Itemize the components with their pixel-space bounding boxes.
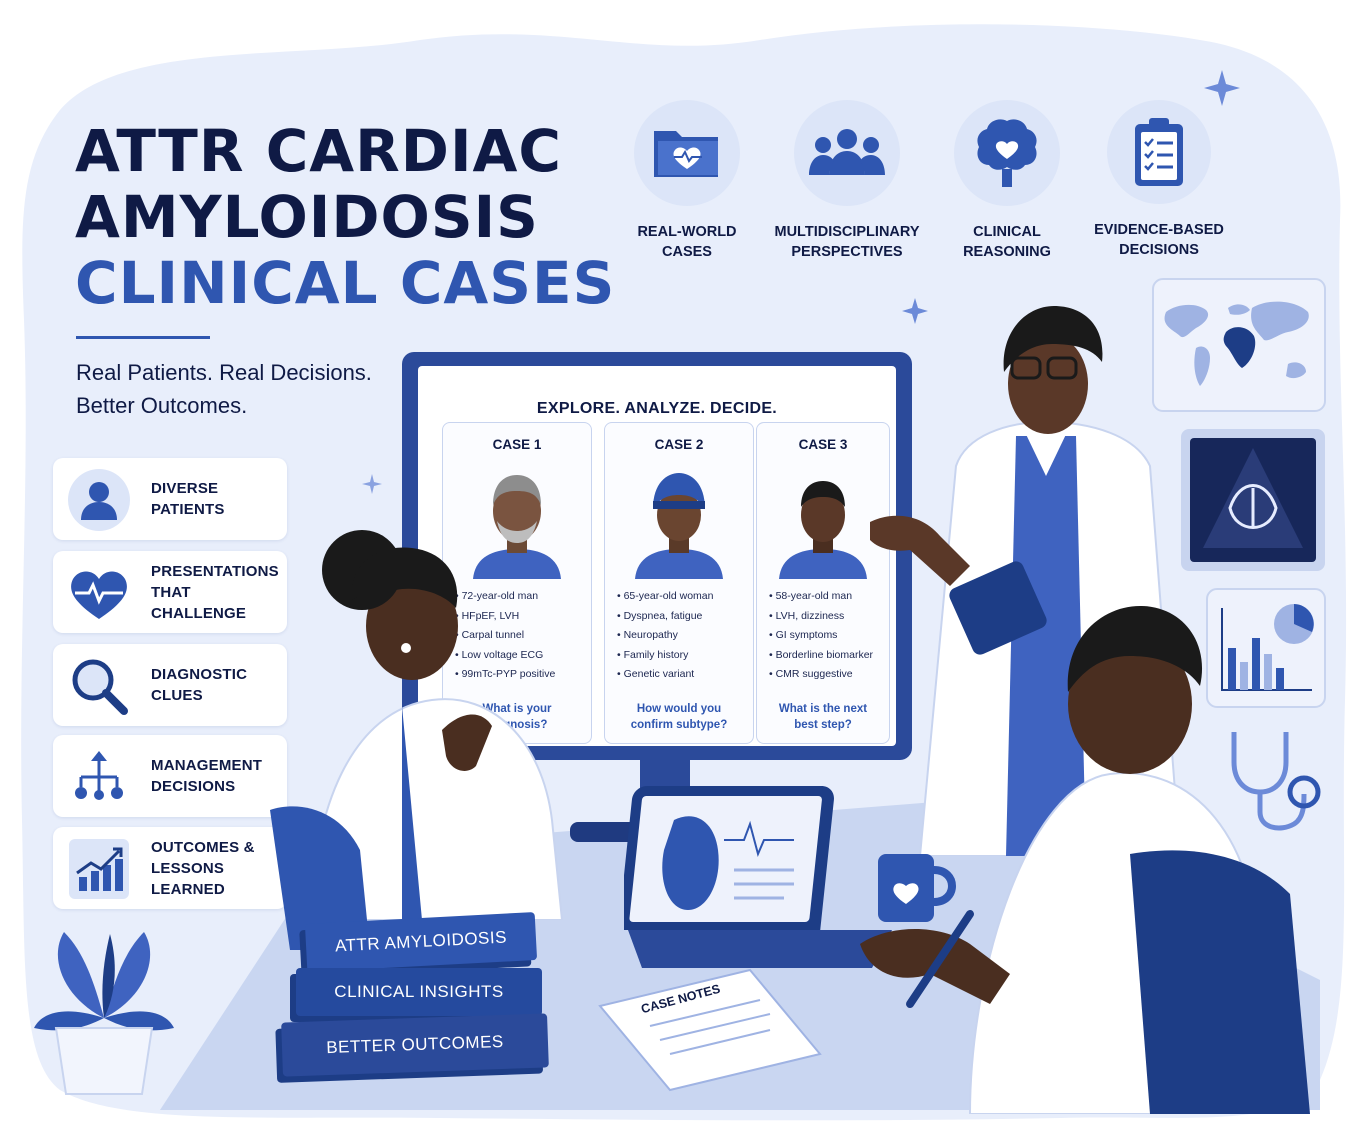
brain-heart-icon [954,100,1060,206]
seated-man-doctor-illustration [860,606,1310,1114]
feature-line-1: OUTCOMES & [151,838,255,856]
case-bullet: 72-year-old man [455,587,555,607]
case-label: CASE 3 [798,437,848,452]
echocardiogram-panel [1181,429,1325,571]
title-line-3: CLINICAL CASES [75,249,616,317]
case-bullet: 65-year-old woman [617,587,714,607]
tagline-line-2: Better Outcomes. [76,393,248,418]
case-notes-notebook [598,968,822,1092]
case-question-line-2: confirm subtype? [630,719,728,731]
case-bullets: 72-year-old man HFpEF, LVH Carpal tunnel… [455,587,556,685]
heart-pulse-icon [71,571,127,619]
case-bullet: Genetic variant [617,665,713,685]
book-1: ATTR AMYLOIDOSIS [304,912,538,972]
side-feature-outcomes: OUTCOMES & LESSONS LEARNED [53,827,287,909]
feature-line-2: REASONING [963,244,1051,260]
screen-heading: EXPLORE. ANALYZE. DECIDE. [536,400,778,417]
monitor-screen: EXPLORE. ANALYZE. DECIDE. CASE 1 72-year… [418,366,896,746]
world-map-panel [1152,278,1326,412]
feature-line-2: CLUES [151,687,203,704]
case-question-line-1: How would you [636,703,722,715]
feature-line-2: PATIENTS [151,501,225,518]
case-bullet: Dyspnea, fatigue [617,607,713,627]
monitor: EXPLORE. ANALYZE. DECIDE. CASE 1 72-year… [402,352,912,760]
feature-line-2: PERSPECTIVES [791,244,903,260]
case-card-3[interactable]: CASE 3 58-year-old man LVH, dizziness GI… [756,422,890,744]
case-bullet: LVH, dizziness [769,607,873,627]
tagline-line-1: Real Patients. Real Decisions. [76,360,372,385]
feature-line-1: MULTIDISCIPLINARY [774,224,920,240]
feature-line-1: EVIDENCE-BASED [1094,222,1224,238]
patient-woman-avatar [635,473,723,579]
feature-line-2: LESSONS LEARNED [151,859,225,898]
side-feature-diagnostic-clues: DIAGNOSTIC CLUES [53,644,287,726]
page-title: ATTR CARDIAC AMYLOIDOSIS CLINICAL CASES [75,118,615,316]
case-label: CASE 2 [654,437,704,452]
book-2: CLINICAL INSIGHTS [296,968,542,1016]
case-bullet: GI symptoms [769,626,873,646]
feature-line-2: DECISIONS [151,778,236,795]
book-3: BETTER OUTCOMES [281,1013,549,1077]
book-stack: ATTR AMYLOIDOSIS [304,912,538,972]
case-bullets: 65-year-old woman Dyspnea, fatigue Neuro… [617,587,714,685]
person-icon [68,469,130,531]
decision-tree-icon [75,751,123,800]
people-group-icon [794,100,900,206]
side-feature-presentations: PRESENTATIONS THAT CHALLENGE [53,551,287,633]
feature-line-1: REAL-WORLD [637,224,737,240]
case-card-2[interactable]: CASE 2 65-year-old woman Dyspnea, fatigu… [604,422,754,744]
case-question: How would you confirm subtype? [609,701,749,733]
feature-clinical-reasoning: CLINICAL REASONING [952,100,1062,262]
book-stack-2: CLINICAL INSIGHTS [296,968,542,1016]
chair-left [270,806,370,950]
case-card-1[interactable]: CASE 1 72-year-old man HFpEF, LVH Carpal… [442,422,592,744]
title-line-1: ATTR CARDIAC [75,117,562,185]
case-question: What is the next best step? [761,701,885,733]
book-stack-3: BETTER OUTCOMES [281,1013,549,1077]
feature-line-1: DIVERSE [151,480,219,497]
case-bullet: Neuropathy [617,626,713,646]
stethoscope-icon [1231,732,1321,831]
clipboard-checklist-icon [1107,100,1211,204]
patient-elder-man-avatar [473,475,561,579]
case-bullet: Family history [617,646,713,666]
case-bullet: Borderline biomarker [769,646,873,666]
case-bullet: 58-year-old man [769,587,873,607]
growth-chart-icon [69,839,129,899]
tagline: Real Patients. Real Decisions. Better Ou… [76,356,372,422]
feature-line-1: MANAGEMENT [151,757,263,774]
feature-line-2: CASES [662,244,712,260]
feature-line-1: DIAGNOSTIC [151,666,248,683]
case-question-line-1: What is the next [778,703,868,715]
patient-young-man-avatar [779,481,867,579]
case-question-line-2: best step? [794,719,852,731]
feature-evidence-based: EVIDENCE-BASED DECISIONS [1094,100,1224,260]
bar-pie-chart-panel [1206,588,1326,708]
side-feature-management: MANAGEMENT DECISIONS [53,735,287,817]
case-bullets: 58-year-old man LVH, dizziness GI sympto… [769,587,873,685]
case-bullet: CMR suggestive [769,665,873,685]
feature-line-2: DECISIONS [1119,242,1199,258]
feature-line-1: PRESENTATIONS [151,562,279,580]
laptop [624,786,892,968]
feature-line-2: THAT CHALLENGE [151,583,247,622]
side-feature-diverse-patients: DIVERSE PATIENTS [53,458,287,540]
title-divider [76,336,210,339]
magnifier-icon [72,659,128,715]
folder-heart-icon [634,100,740,206]
feature-line-1: CLINICAL [973,224,1041,240]
case-bullet: Low voltage ECG [455,646,555,666]
mug [878,854,956,922]
case-label: CASE 1 [492,437,542,452]
plant [34,932,174,1095]
case-bullet: 99mTc-PYP positive [455,665,556,685]
title-line-2: AMYLOIDOSIS [75,183,539,251]
feature-real-world-cases: REAL-WORLD CASES [632,100,742,262]
case-bullet: Carpal tunnel [455,626,555,646]
case-bullet: HFpEF, LVH [455,607,555,627]
feature-multidisciplinary: MULTIDISCIPLINARY PERSPECTIVES [775,100,920,262]
seated-woman-doctor-illustration [310,530,564,920]
case-question-line-1: What is your [482,703,552,715]
